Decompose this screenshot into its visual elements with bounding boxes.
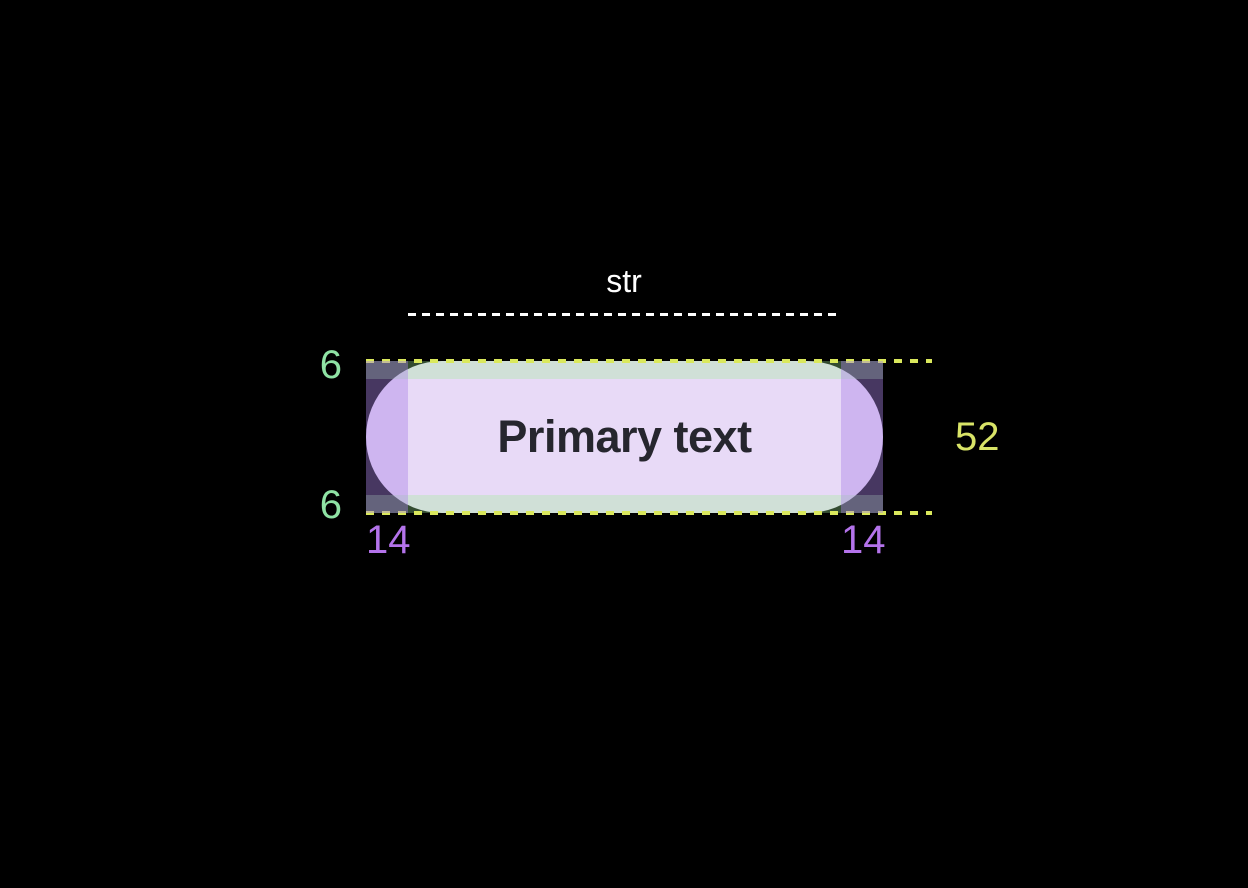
padding-bottom-overlay	[366, 495, 883, 513]
button-label: Primary text	[497, 411, 752, 462]
padding-top-value: 6	[319, 343, 342, 387]
padding-right-value: 14	[841, 518, 886, 562]
padding-bottom-value: 6	[319, 483, 342, 527]
padding-right-overlay	[841, 361, 883, 513]
button-pill	[366, 361, 883, 513]
string-width-measure-line	[408, 313, 840, 316]
height-value: 52	[955, 415, 1000, 459]
button-bottom-edge-line	[366, 511, 932, 515]
padding-left-overlay	[366, 361, 408, 513]
padding-top-overlay	[366, 361, 883, 379]
button-top-edge-line	[366, 359, 932, 363]
button-spec-box: Primary text	[366, 359, 932, 515]
padding-left-value: 14	[366, 518, 411, 562]
string-width-label: str	[606, 263, 642, 299]
